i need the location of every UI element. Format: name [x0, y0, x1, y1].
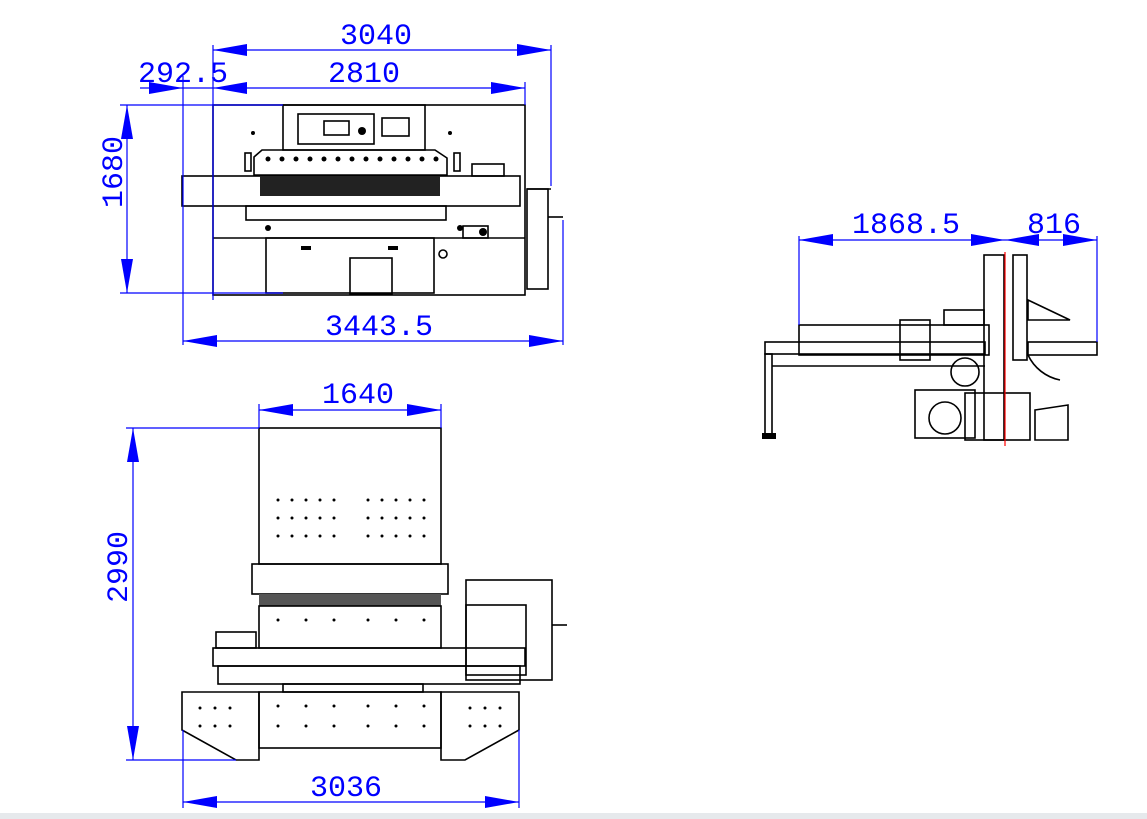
dimension-label-2990: 2990	[103, 531, 137, 603]
dimension-label-1680: 1680	[98, 136, 132, 208]
dimension-height: 1680	[98, 104, 283, 294]
dimension-label-2810: 2810	[328, 58, 400, 92]
dimension-top-table-width: 1640	[258, 379, 442, 428]
dimension-label-1868-5: 1868.5	[852, 209, 960, 243]
front-view: 3040 2810 292.5 1680	[98, 20, 564, 347]
top-machine-outline	[181, 427, 567, 761]
dimension-label-1640: 1640	[322, 379, 394, 413]
dimension-label-292-5: 292.5	[138, 58, 228, 92]
dimension-label-3040: 3040	[340, 20, 412, 54]
dimension-total-width: 3443.5	[183, 220, 564, 347]
dimension-label-816: 816	[1027, 209, 1081, 243]
side-view: 1868.5 816	[762, 209, 1098, 446]
front-machine-outline	[181, 104, 563, 296]
dimension-depth: 2990	[103, 427, 259, 761]
dimension-label-3443-5: 3443.5	[325, 311, 433, 345]
top-view: 1640 2990 3036	[103, 379, 567, 808]
dimension-table-width: 2810	[213, 58, 526, 105]
dimension-label-3036: 3036	[310, 772, 382, 806]
dimension-overall-width: 3040	[212, 20, 552, 300]
dimension-base-width: 3036	[182, 730, 520, 808]
side-machine-outline	[762, 252, 1098, 446]
bottom-strip	[0, 813, 1147, 819]
hole-pattern	[198, 498, 502, 728]
dimension-front-length: 816	[1005, 209, 1098, 342]
dimension-rear-length: 1868.5	[798, 209, 1005, 325]
dimension-offset: 292.5	[138, 58, 228, 345]
